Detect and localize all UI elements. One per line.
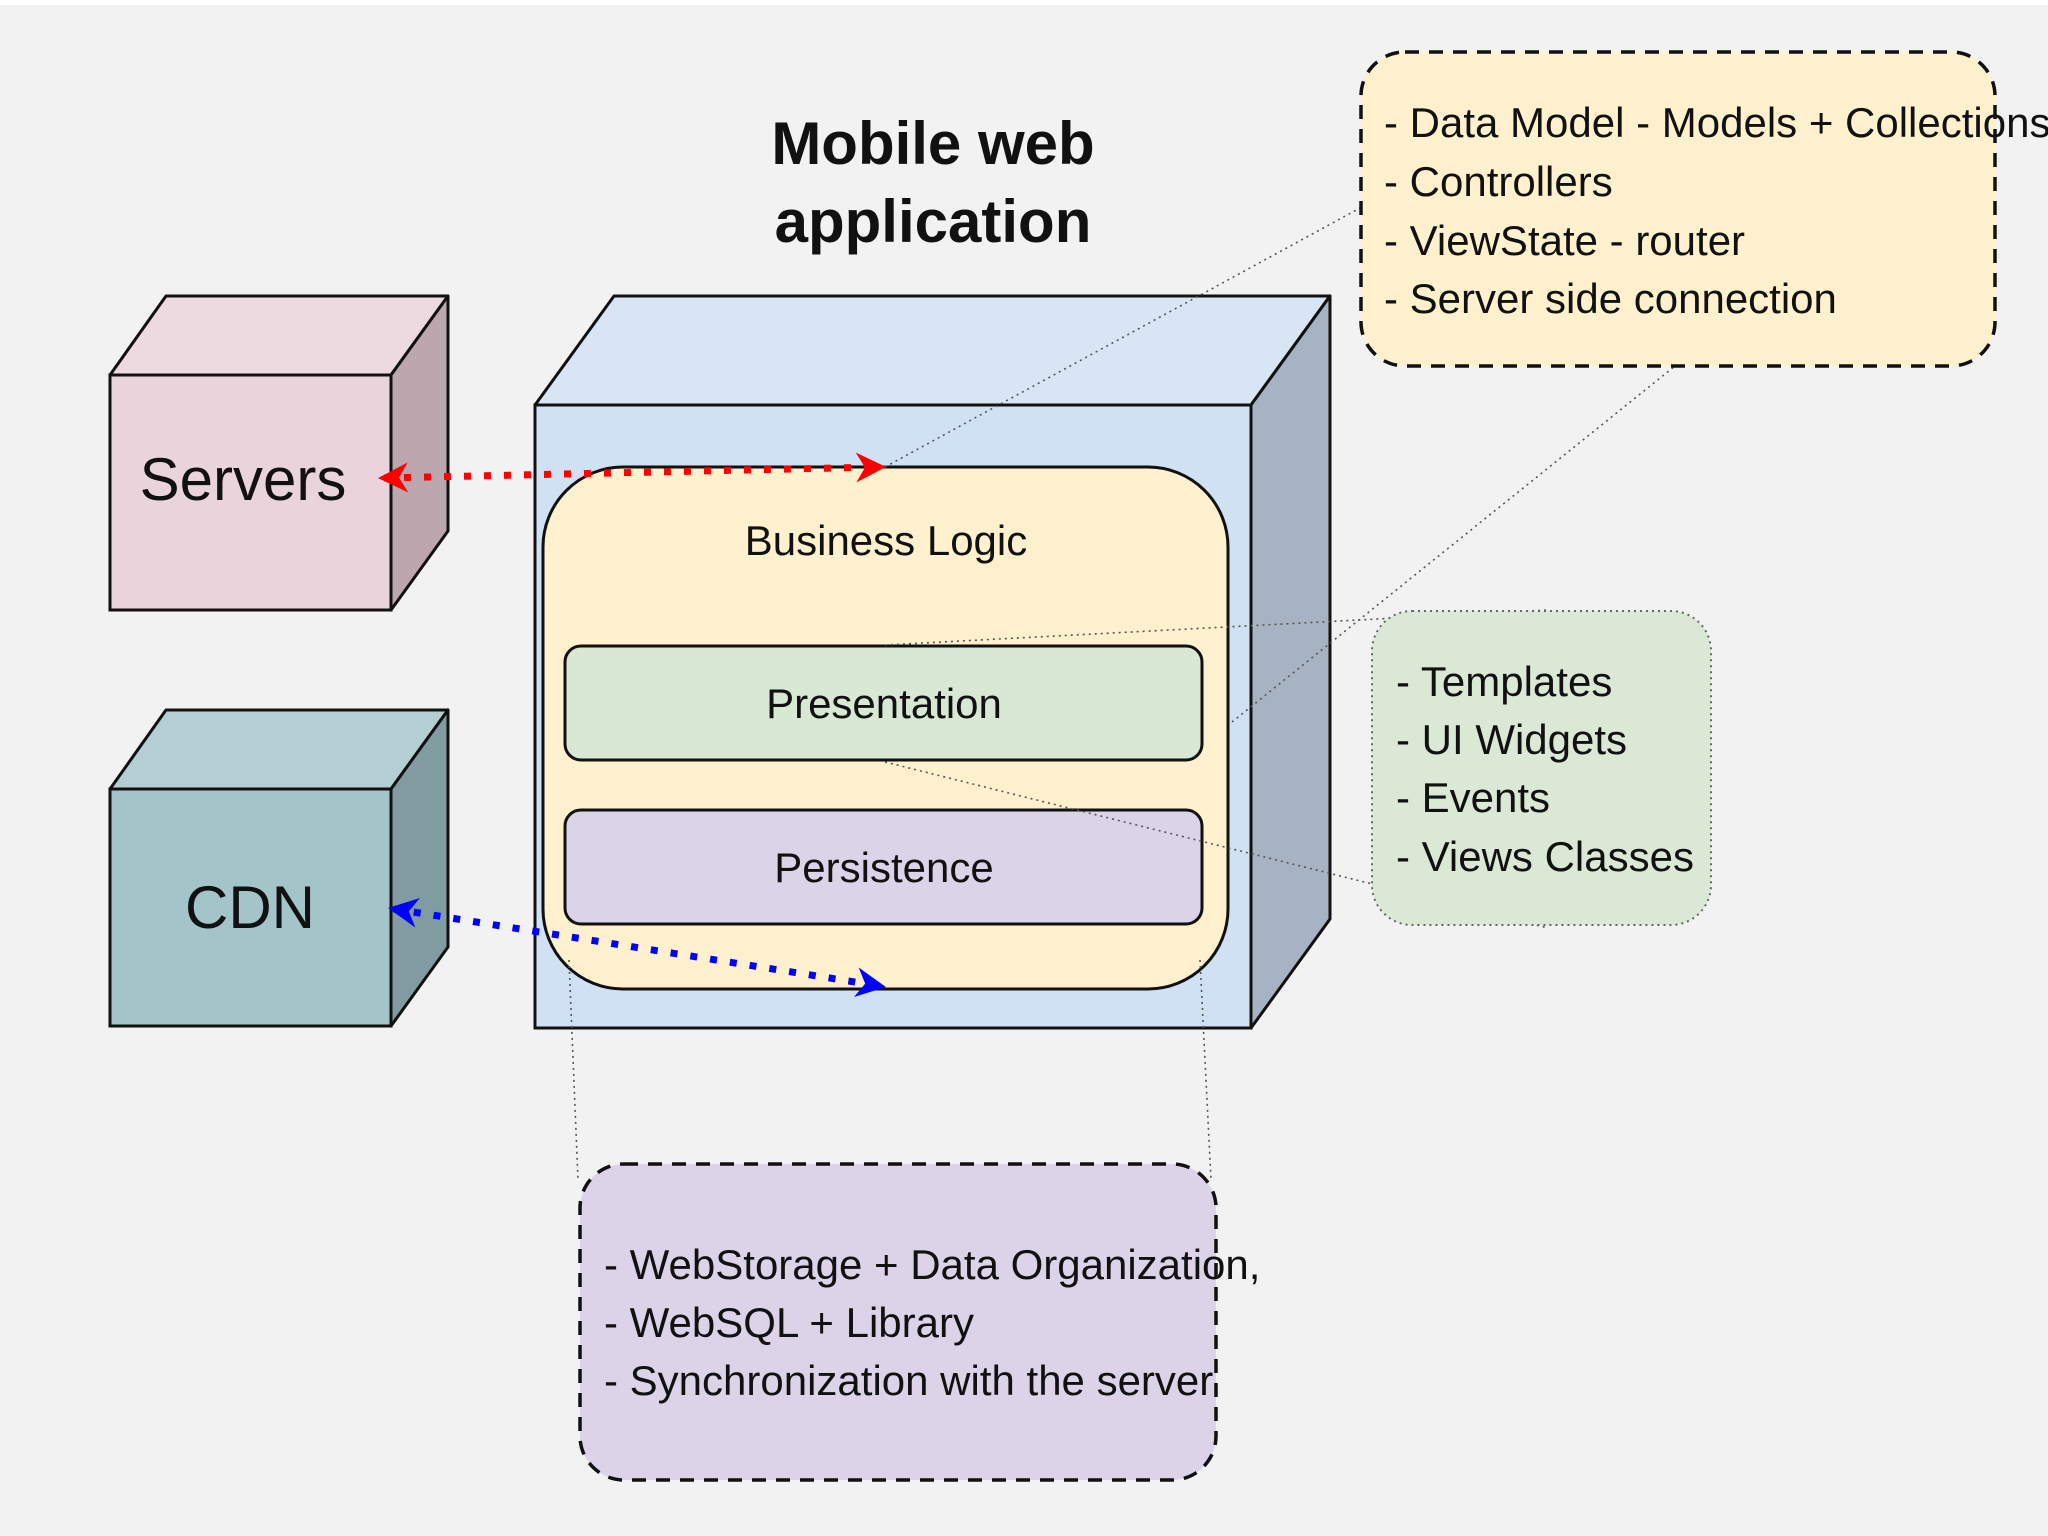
servers-node[interactable]: Servers [108, 294, 450, 612]
cdn-node[interactable]: CDN [108, 708, 450, 1028]
business-note-line: - Controllers [1384, 158, 1613, 205]
business-note-line: - Data Model - Models + Collections [1384, 99, 2048, 146]
presentation-note-line: - Views Classes [1396, 833, 1694, 880]
presentation-note-line: - UI Widgets [1396, 716, 1627, 763]
cdn-label: CDN [185, 874, 315, 941]
servers-cube-front [108, 373, 393, 612]
top-strip [0, 0, 2048, 5]
app-cube-top [533, 294, 1332, 407]
persistence-note-line: - WebSQL + Library [604, 1299, 974, 1346]
persistence-label: Persistence [774, 844, 993, 891]
presentation-note: - Templates - UI Widgets - Events - View… [1371, 610, 1712, 926]
presentation-label: Presentation [766, 680, 1002, 727]
leader-business-note-a [884, 207, 1361, 468]
title-line-1: Mobile web [771, 110, 1094, 177]
presentation-layer[interactable]: Presentation [563, 644, 1204, 762]
servers-label: Servers [140, 446, 347, 513]
business-note-line: - Server side connection [1384, 275, 1837, 322]
persistence-note: - WebStorage + Data Organization, - WebS… [578, 1162, 1260, 1482]
presentation-note-box [1371, 610, 1712, 926]
business-note-box [1359, 50, 1997, 368]
presentation-note-line: - Events [1396, 774, 1550, 821]
app-cube-side [1249, 294, 1332, 1030]
persistence-note-line: - WebStorage + Data Organization, [604, 1241, 1260, 1288]
servers-connection-arrow [378, 452, 886, 493]
business-logic-label: Business Logic [745, 517, 1028, 564]
cdn-cube-top [108, 708, 450, 791]
persistence-note-box [578, 1162, 1218, 1482]
business-logic-note: - Data Model - Models + Collections - Co… [1359, 50, 2048, 368]
presentation-box [563, 644, 1204, 762]
leader-persistence-note-b [1199, 959, 1212, 1181]
servers-cube-top [108, 294, 450, 377]
persistence-note-line: - Synchronization with the server [604, 1357, 1213, 1404]
business-note-line: - ViewState - router [1384, 217, 1745, 264]
cdn-connection-arrow [388, 897, 886, 998]
title-line-2: application [775, 188, 1092, 255]
presentation-note-line: - Templates [1396, 658, 1612, 705]
persistence-layer[interactable]: Persistence [563, 808, 1204, 926]
diagram-title: Mobile web application [771, 110, 1094, 255]
